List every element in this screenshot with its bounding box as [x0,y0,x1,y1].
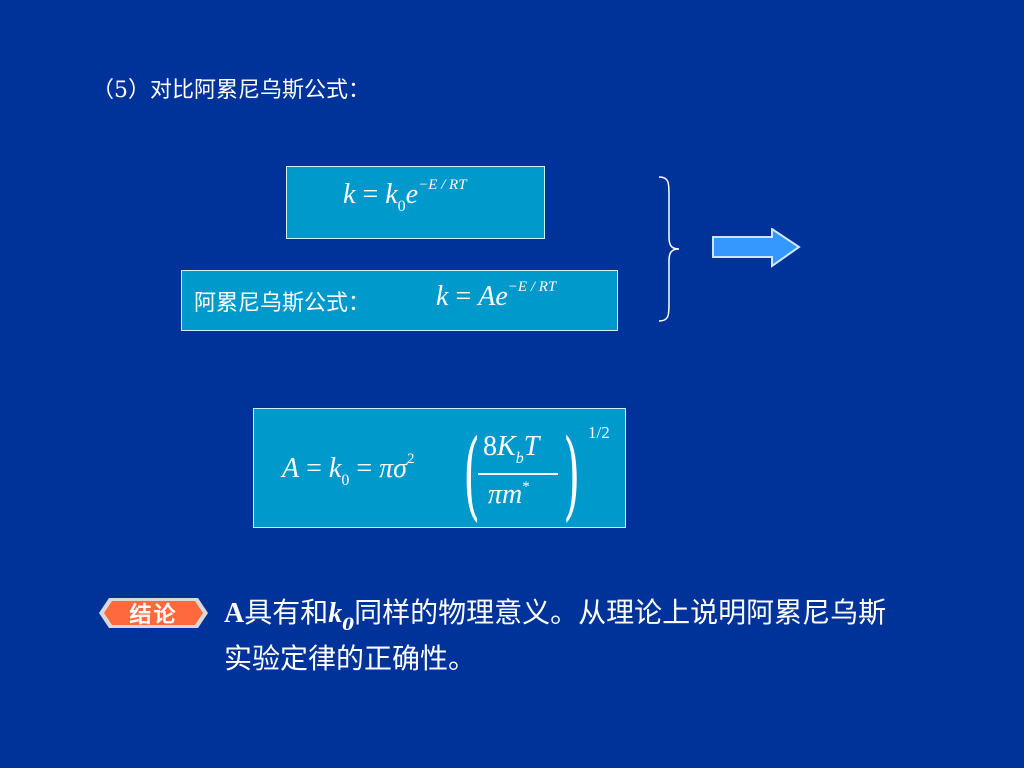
formula2-A: A [478,281,496,312]
formula3-fraction-bar [478,473,558,475]
formula1-lhs: k [343,179,356,210]
formula2-equals: = [448,281,479,312]
formula-box-arrhenius: 阿累尼乌斯公式： k = Ae−E / RT [181,270,618,331]
formula3-den-star: * [522,479,530,495]
formula-box-rate-constant: k = k0e−E / RT [286,166,545,239]
formula-arrhenius: k = Ae−E / RT [436,279,557,313]
formula1-equals: = [355,179,386,210]
formula2-exponent: −E / RT [507,279,557,295]
formula3-right-paren: ) [563,419,581,531]
formula3-den-pim: πm [488,479,523,510]
formula3-denominator: πm* [488,479,530,511]
formula-rate-constant: k = k0e−E / RT [343,177,467,215]
formula2-e: e [495,281,508,312]
conclusion-text-2: 同样的物理意义。从理论上说明阿累尼乌斯实验定律的正确性。 [224,596,887,675]
right-curly-brace-icon [658,176,680,322]
conclusion-badge: 结论 [99,595,208,631]
conclusion-text: A具有和k0同样的物理意义。从理论上说明阿累尼乌斯实验定律的正确性。 [224,592,914,680]
arrhenius-label: 阿累尼乌斯公式： [194,291,371,316]
formula3-pi-sigma: πσ [379,453,407,484]
formula1-exponent: −E / RT [418,177,467,193]
right-arrow-icon [712,228,801,268]
formula3-num-8: 8 [483,431,497,462]
formula1-k-subscript: 0 [397,198,406,215]
conclusion-badge-label: 结论 [129,603,178,628]
formula3-outer-exponent: 1/2 [588,423,610,442]
formula3-num-b: b [515,450,524,467]
formula3-sigma-exponent: 2 [406,451,415,467]
conclusion-k-subscript: 0 [342,615,355,635]
formula3-num-T: T [523,431,540,462]
slide-heading: （5）对比阿累尼乌斯公式： [92,78,370,103]
formula1-k: k [385,179,398,210]
formula3-k-subscript: 0 [341,472,350,489]
conclusion-k: k [328,598,343,629]
conclusion-bold-A: A [224,598,245,629]
formula-box-pre-exponential: A = k0 = πσ2 ( 8KbT πm* ) 1/2 [253,408,626,528]
formula3-num-K: K [497,431,516,462]
formula1-e: e [405,179,419,210]
formula3-A: A [282,453,300,484]
formula3-equals-1: = [299,453,329,484]
conclusion-text-1: 具有和 [244,596,329,629]
formula3-k: k [328,453,342,484]
formula3-left: A = k0 = πσ2 [282,451,415,489]
formula2-lhs: k [436,281,449,312]
formula3-equals-2: = [349,453,380,484]
formula3-numerator: 8KbT [483,431,540,467]
conclusion-badge-shape [99,598,208,628]
formula3-left-paren: ( [463,419,481,531]
